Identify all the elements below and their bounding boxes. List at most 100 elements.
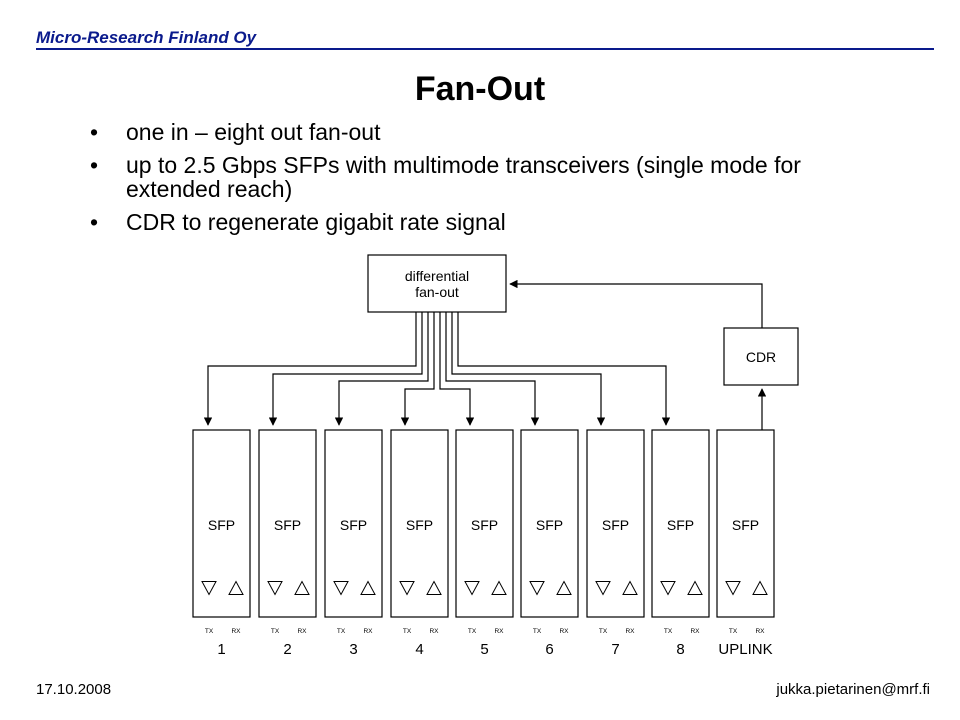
fanout-label-line1: differential xyxy=(405,268,469,284)
sfp-body xyxy=(258,429,317,618)
bullet-list: • one in – eight out fan-out • up to 2.5 G… xyxy=(90,120,850,243)
rx-triangle-icon xyxy=(556,580,572,595)
sfp-modules: SFP TX RX 1 SFP TX RX 2 SFP TX RX 3 SFP TX RX 4 SFP TX RX 5… xyxy=(192,429,775,658)
rx-triangle-icon xyxy=(426,580,442,595)
tx-triangle-icon xyxy=(267,581,283,596)
sfp-body xyxy=(716,429,775,618)
cdr-label: CDR xyxy=(746,349,776,365)
wire-to-sfp-5 xyxy=(439,312,475,426)
rx-triangle-icon xyxy=(622,580,638,595)
tx-triangle-icon xyxy=(399,581,415,596)
sfp-label: SFP xyxy=(602,517,629,533)
sfp-body xyxy=(586,429,645,618)
tx-label: TX xyxy=(337,628,346,635)
bullet-item: • CDR to regenerate gigabit rate signal xyxy=(90,210,850,234)
header-rule xyxy=(36,48,934,50)
bullet-item: • one in – eight out fan-out xyxy=(90,120,850,144)
tx-label: TX xyxy=(468,628,477,635)
port-label: 3 xyxy=(349,641,357,658)
sfp-body xyxy=(192,429,251,618)
rx-label: RX xyxy=(625,628,635,635)
bullet-text: CDR to regenerate gigabit rate signal xyxy=(126,209,506,235)
cdr-box xyxy=(723,327,799,386)
fanout-box xyxy=(367,254,507,313)
sfp-label: SFP xyxy=(208,517,235,533)
sfp-label: SFP xyxy=(340,517,367,533)
sfp-label: SFP xyxy=(732,517,759,533)
rx-label: RX xyxy=(755,628,765,635)
wire-to-sfp-1 xyxy=(203,312,417,426)
fanout-label-line2: fan-out xyxy=(415,284,459,300)
rx-triangle-icon xyxy=(294,580,310,595)
bullet-text: one in – eight out fan-out xyxy=(126,119,381,145)
tx-label: TX xyxy=(205,628,214,635)
sfp-label: SFP xyxy=(471,517,498,533)
wire-to-sfp-7 xyxy=(451,312,606,426)
sfp-body xyxy=(390,429,449,618)
port-label: 1 xyxy=(217,641,225,658)
wire-to-sfp-4 xyxy=(400,312,435,426)
rx-triangle-icon xyxy=(752,580,768,595)
rx-triangle-icon xyxy=(687,580,703,595)
sfp-module: SFP TX RX 1 xyxy=(192,429,251,658)
sfp-label: SFP xyxy=(406,517,433,533)
rx-label: RX xyxy=(297,628,307,635)
rx-triangle-icon xyxy=(491,580,507,595)
tx-label: TX xyxy=(664,628,673,635)
wire-to-sfp-2 xyxy=(268,312,423,426)
sfp-module: SFP TX RX 8 xyxy=(651,429,710,658)
rx-triangle-icon xyxy=(360,580,376,595)
rx-label: RX xyxy=(559,628,569,635)
fanout-wires xyxy=(203,279,767,430)
sfp-body xyxy=(455,429,514,618)
slide-title: Fan-Out xyxy=(414,70,546,108)
port-label: 4 xyxy=(415,641,423,658)
sfp-label: SFP xyxy=(536,517,563,533)
sfp-label: SFP xyxy=(274,517,301,533)
tx-triangle-icon xyxy=(333,581,349,596)
bullet-dot: • xyxy=(90,119,99,145)
tx-triangle-icon xyxy=(464,581,480,596)
rx-label: RX xyxy=(690,628,700,635)
sfp-module: SFP TX RX UPLINK xyxy=(716,429,775,658)
tx-triangle-icon xyxy=(660,581,676,596)
tx-triangle-icon xyxy=(595,581,611,596)
footer-date: 17.10.2008 xyxy=(36,681,112,698)
company-name: Micro-Research Finland Oy xyxy=(36,28,257,47)
rx-label: RX xyxy=(429,628,439,635)
tx-triangle-icon xyxy=(725,581,741,596)
wire-to-sfp-6 xyxy=(445,312,540,426)
rx-label: RX xyxy=(363,628,373,635)
sfp-body xyxy=(324,429,383,618)
wire-cdr-to-fanout xyxy=(509,279,763,328)
bullet-item: • up to 2.5 Gbps SFPs with multimode tran… xyxy=(90,153,850,201)
rx-triangle-icon xyxy=(228,580,244,595)
port-label: 7 xyxy=(611,641,619,658)
bullet-dot: • xyxy=(90,152,99,178)
sfp-label: SFP xyxy=(667,517,694,533)
sfp-body xyxy=(651,429,710,618)
sfp-module: SFP TX RX 5 xyxy=(455,429,514,658)
rx-label: RX xyxy=(494,628,504,635)
port-label: UPLINK xyxy=(718,641,772,658)
port-label: 5 xyxy=(480,641,488,658)
sfp-body xyxy=(520,429,579,618)
sfp-module: SFP TX RX 3 xyxy=(324,429,383,658)
wire-to-sfp-8 xyxy=(457,312,671,426)
tx-label: TX xyxy=(729,628,738,635)
tx-label: TX xyxy=(599,628,608,635)
port-label: 2 xyxy=(283,641,291,658)
footer-email: jukka.pietarinen@mrf.fi xyxy=(776,681,930,698)
bullet-dot: • xyxy=(90,209,99,235)
sfp-module: SFP TX RX 4 xyxy=(390,429,449,658)
rx-label: RX xyxy=(231,628,241,635)
tx-triangle-icon xyxy=(201,581,217,596)
port-label: 8 xyxy=(676,641,684,658)
tx-label: TX xyxy=(403,628,412,635)
tx-triangle-icon xyxy=(529,581,545,596)
port-label: 6 xyxy=(545,641,553,658)
bullet-text: up to 2.5 Gbps SFPs with multimode trans… xyxy=(126,152,801,202)
